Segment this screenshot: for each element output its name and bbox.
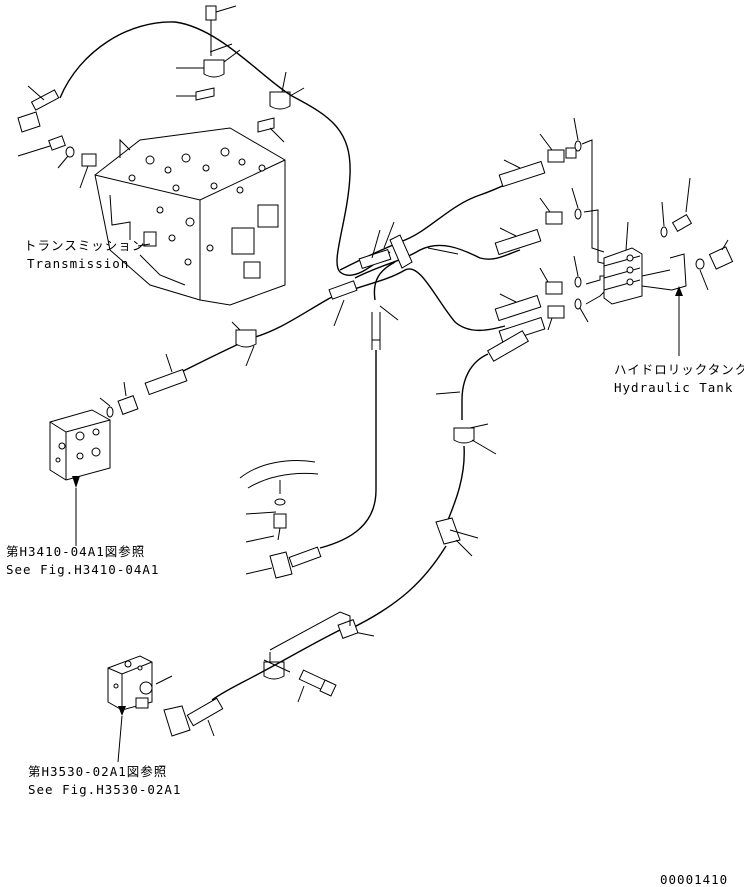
arrow-hydraulic-tank — [675, 286, 683, 296]
valve-block-h3410 — [49, 409, 111, 546]
tank-fittings — [494, 117, 734, 344]
valve-block-h3530 — [107, 655, 173, 763]
left-mid-fittings — [99, 321, 257, 418]
label-transmission-en: Transmission — [27, 256, 129, 271]
label-hydraulic-tank-jp: ハイドロリックタンク — [614, 362, 744, 377]
drain-fitting — [239, 460, 322, 579]
label-ref-h3530-en: See Fig.H3530-02A1 — [28, 782, 181, 797]
label-ref-h3530-jp: 第H3530-02A1図参照 — [28, 764, 167, 779]
drawing-number: 00001410 — [660, 872, 728, 887]
transmission-assembly — [94, 127, 286, 306]
leader-transmission — [137, 243, 151, 247]
label-transmission-jp: トランスミッション — [24, 238, 145, 253]
left-upper-hose — [17, 85, 97, 189]
right-hose-run — [337, 330, 530, 639]
label-ref-h3410-en: See Fig.H3410-04A1 — [6, 562, 159, 577]
label-hydraulic-tank-en: Hydraulic Tank — [614, 380, 733, 395]
upper-hose-loop — [59, 21, 391, 277]
label-ref-h3410-jp: 第H3410-04A1図参照 — [6, 544, 145, 559]
lower-piping — [163, 611, 351, 737]
top-clamp-assembly — [176, 5, 305, 143]
